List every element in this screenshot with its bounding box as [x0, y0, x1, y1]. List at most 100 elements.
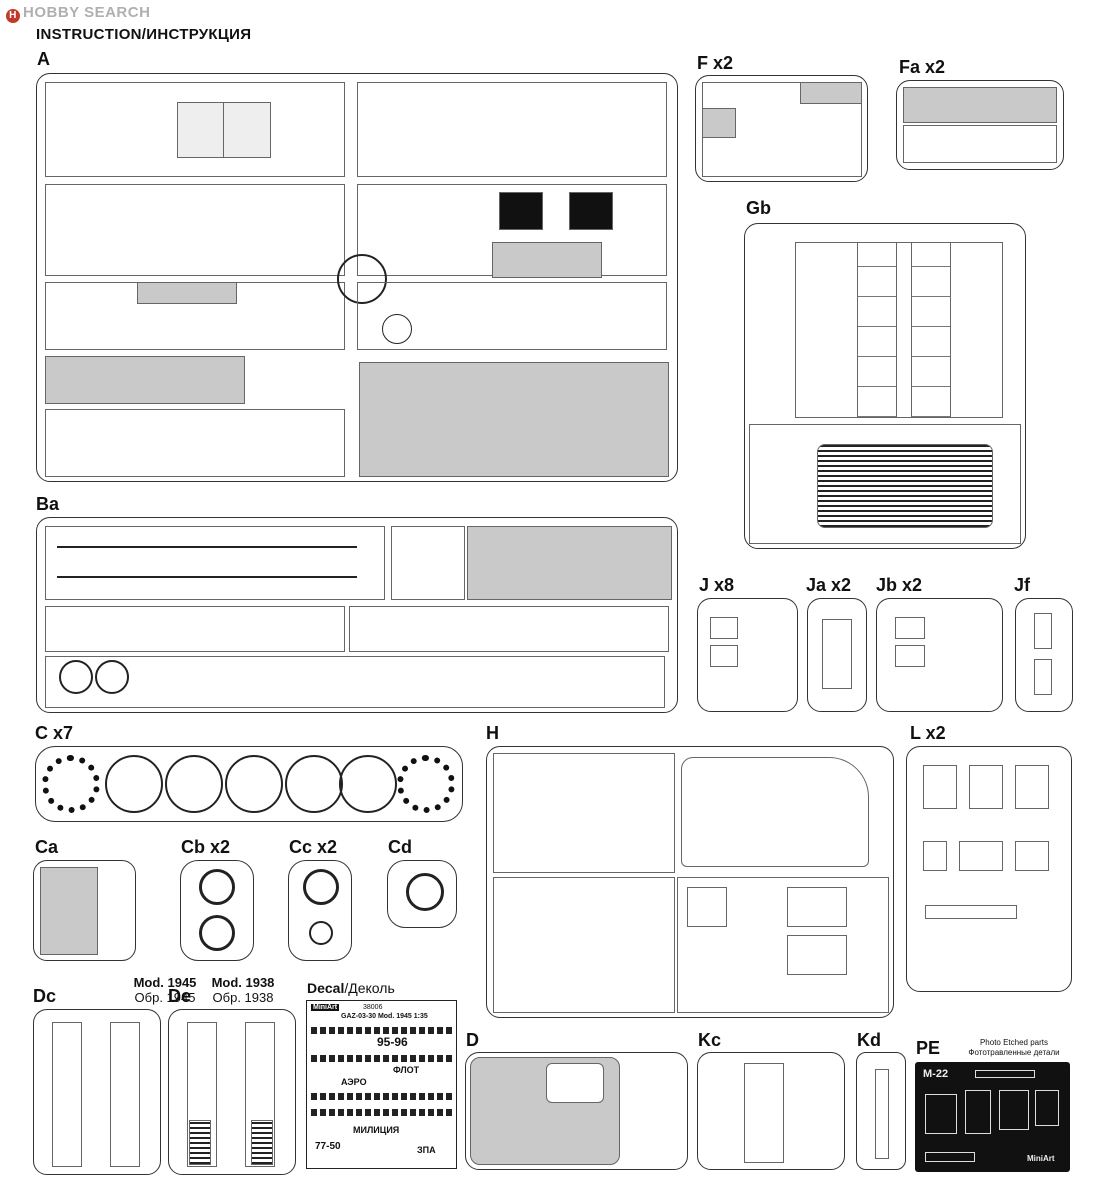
sprue-label-dc: Dc [33, 986, 57, 1006]
brand-text: HOBBY SEARCH [23, 4, 151, 21]
tyre-ring [285, 755, 343, 813]
sprue-l-window [923, 765, 957, 809]
wheel-rim [303, 869, 339, 905]
mod-1938-ru: Обр. 1938 [212, 990, 274, 1005]
sprue-fa [896, 80, 1064, 170]
sprue-gb [744, 223, 1026, 549]
sprue-kc-part [744, 1063, 784, 1163]
pe-part [925, 1094, 957, 1134]
decal-sample: МИЛИЦИЯ [353, 1125, 400, 1135]
sprue-ja-part [822, 619, 852, 689]
sprue-label-kc: Kc [698, 1030, 722, 1050]
sprue-fa-cell [903, 125, 1057, 163]
sprue-f-cell-shaded [702, 108, 736, 138]
sprue-l-window [959, 841, 1003, 871]
decal-title-en: Decal [307, 980, 345, 996]
sprue-h-part [787, 887, 847, 927]
wheel-hub [309, 921, 333, 945]
sprue-de-grille [251, 1120, 273, 1165]
sprue-jf-part [1034, 613, 1052, 649]
tyre-ring [225, 755, 283, 813]
pe-part [965, 1090, 991, 1134]
sprue-jb [876, 598, 1003, 712]
sprue-h-part [787, 935, 847, 975]
sprue-f-cell-shaded [800, 82, 862, 104]
sprue-de [168, 1009, 296, 1175]
decal-row [311, 1109, 452, 1116]
sprue-dc-side [110, 1022, 140, 1167]
sprue-l-window [923, 841, 947, 871]
tyre-tread [42, 755, 100, 813]
sprue-jf-part [1034, 659, 1052, 695]
sprue-l-strip [925, 905, 1017, 919]
decal-caption: Decal/Деколь [307, 980, 395, 996]
sprue-cd [387, 860, 457, 928]
sprue-label-h: H [486, 723, 499, 743]
sprue-a-hub-ring [337, 254, 387, 304]
sprue-gb-floor-rails [911, 242, 951, 418]
sprue-a-cell-shaded [45, 356, 245, 404]
decal-logo: MiniArt [311, 1004, 340, 1011]
mod-1945-en: Mod. 1945 [133, 975, 197, 990]
sprue-de-grille [189, 1120, 211, 1165]
sprue-ba-cell-shaded [467, 526, 672, 600]
pe-fret: M-22 MiniArt [915, 1062, 1070, 1172]
sprue-label-j: J x8 [699, 575, 735, 595]
decal-model: GAZ-03-30 Mod. 1945 1:35 [341, 1013, 428, 1020]
sprue-label-pe: PE [916, 1038, 941, 1058]
sprue-h-part [687, 887, 727, 927]
pe-part [999, 1090, 1029, 1130]
mod-1938-caption: Mod. 1938 Обр. 1938 [198, 975, 288, 1005]
mod-1945-ru: Обр. 1945 [134, 990, 196, 1005]
decal-row [311, 1055, 452, 1062]
sprue-gb-cell [749, 424, 1021, 544]
tyre-ring [339, 755, 397, 813]
sprue-gb-slatted-floor [817, 444, 993, 528]
sprue-h-cell [493, 877, 675, 1013]
sprue-label-jb: Jb x2 [876, 575, 923, 595]
sprue-ja [807, 598, 867, 712]
sprue-kc [697, 1052, 845, 1170]
sprue-a-cell-shaded [359, 362, 669, 477]
pe-plate-id: M-22 [923, 1068, 949, 1080]
decal-title-ru: /Деколь [344, 980, 395, 996]
pe-note-ru: Фототравленные детали [968, 1048, 1060, 1057]
sprue-a-cell-shaded [137, 282, 237, 304]
sprue-ca [33, 860, 136, 961]
pe-logo: MiniArt [1027, 1154, 1055, 1163]
sprue-label-cd: Cd [388, 837, 412, 857]
sprue-label-cc: Cc x2 [289, 837, 338, 857]
sprue-a-cell [357, 282, 667, 350]
wheel-rim [199, 869, 235, 905]
sprue-label-l: L x2 [910, 723, 946, 743]
wheel-rim [406, 873, 444, 911]
sprue-label-ja: Ja x2 [806, 575, 852, 595]
sprue-jb-part [895, 645, 925, 667]
sprue-h-cell [493, 753, 675, 873]
sprue-a-seat-part [569, 192, 613, 230]
sprue-ca-cell-shaded [40, 867, 98, 955]
sprue-ba-hub [59, 660, 93, 694]
tyre-ring [105, 755, 163, 813]
sprue-kd-part [875, 1069, 889, 1159]
sprue-cb [180, 860, 254, 961]
sprue-a-cell [45, 184, 345, 276]
sprue-h [486, 746, 894, 1018]
sprue-l-window [1015, 841, 1049, 871]
sprue-ba-frame-rail [57, 546, 357, 548]
sprue-l-window [969, 765, 1003, 809]
sprue-a-steering-wheel [382, 314, 412, 344]
sprue-de-side [187, 1022, 217, 1167]
sprue-ba-frame-rail [57, 576, 357, 578]
sprue-f [695, 75, 868, 182]
sprue-cc [288, 860, 352, 961]
decal-sample: ЗПА [417, 1145, 436, 1155]
sprue-a-cell [357, 82, 667, 177]
sprue-label-gb: Gb [746, 198, 771, 218]
tyre-ring [165, 755, 223, 813]
sprue-dc [33, 1009, 161, 1175]
sprue-a-seat-part [499, 192, 543, 230]
decal-sample: ФЛОТ [393, 1065, 420, 1075]
sprue-a [36, 73, 678, 482]
sprue-j-part [710, 617, 738, 639]
